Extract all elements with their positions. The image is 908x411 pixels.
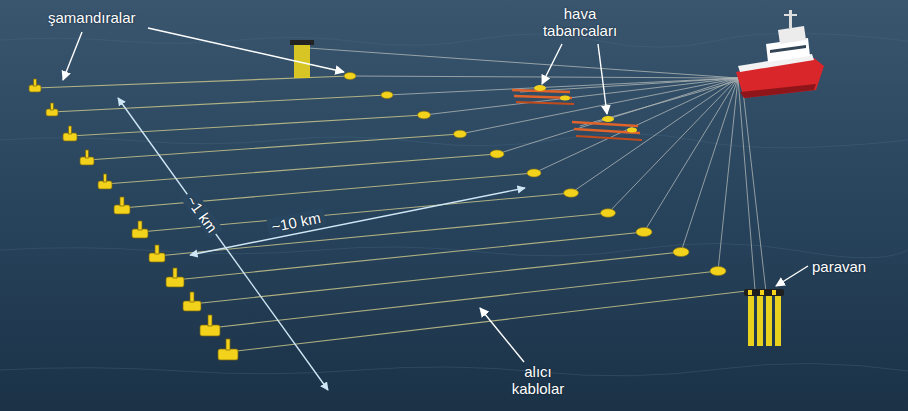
leader-lines [63,28,808,362]
tail-buoys [29,79,238,360]
paravan-bottom [744,289,784,346]
cables-label: alıcı kablolar [503,363,573,397]
head-buoys [344,73,726,276]
waves [0,33,908,376]
air-guns [512,85,642,140]
streamer-cables [35,76,755,352]
dimension-arrows [118,98,525,390]
tow-lines [308,48,766,292]
paravan-label: paravan [812,258,866,275]
air-guns-label: hava tabancaları [530,5,630,39]
paravan-top [290,40,314,78]
buoys-label: şamandıralar [48,9,136,26]
survey-ship [736,10,824,98]
